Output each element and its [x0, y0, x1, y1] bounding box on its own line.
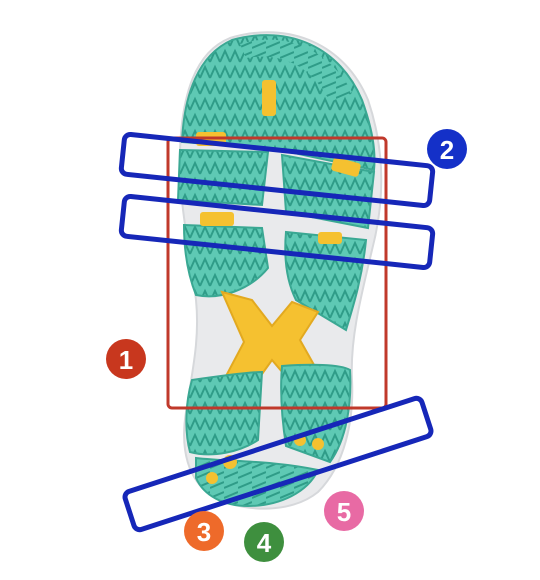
badge-2: 2 — [427, 129, 467, 169]
badge-3-number: 3 — [197, 517, 211, 547]
badge-4-number: 4 — [257, 528, 272, 558]
badge-2-number: 2 — [440, 135, 454, 165]
badge-4: 4 — [244, 522, 284, 562]
highlight-band-2-upper — [118, 132, 436, 208]
badge-5-number: 5 — [337, 497, 351, 527]
toe-ridges — [240, 39, 352, 102]
yellow-accent — [200, 212, 234, 226]
yellow-accent — [206, 472, 218, 484]
yellow-accent — [331, 157, 361, 177]
badge-1: 1 — [106, 339, 146, 379]
highlight-box-1 — [166, 136, 388, 410]
badge-1-number: 1 — [119, 345, 133, 375]
heel-tread-bottom — [195, 456, 320, 508]
highlight-band-heel — [122, 395, 434, 533]
highlight-band-2-lower — [118, 194, 436, 270]
yellow-accent — [262, 80, 276, 116]
tread-pod-left-1 — [176, 148, 270, 207]
badge-5: 5 — [324, 491, 364, 531]
badge-3: 3 — [184, 511, 224, 551]
heel-tread-left — [185, 370, 264, 456]
yellow-accent — [312, 438, 324, 450]
yellow-accent — [318, 232, 342, 244]
